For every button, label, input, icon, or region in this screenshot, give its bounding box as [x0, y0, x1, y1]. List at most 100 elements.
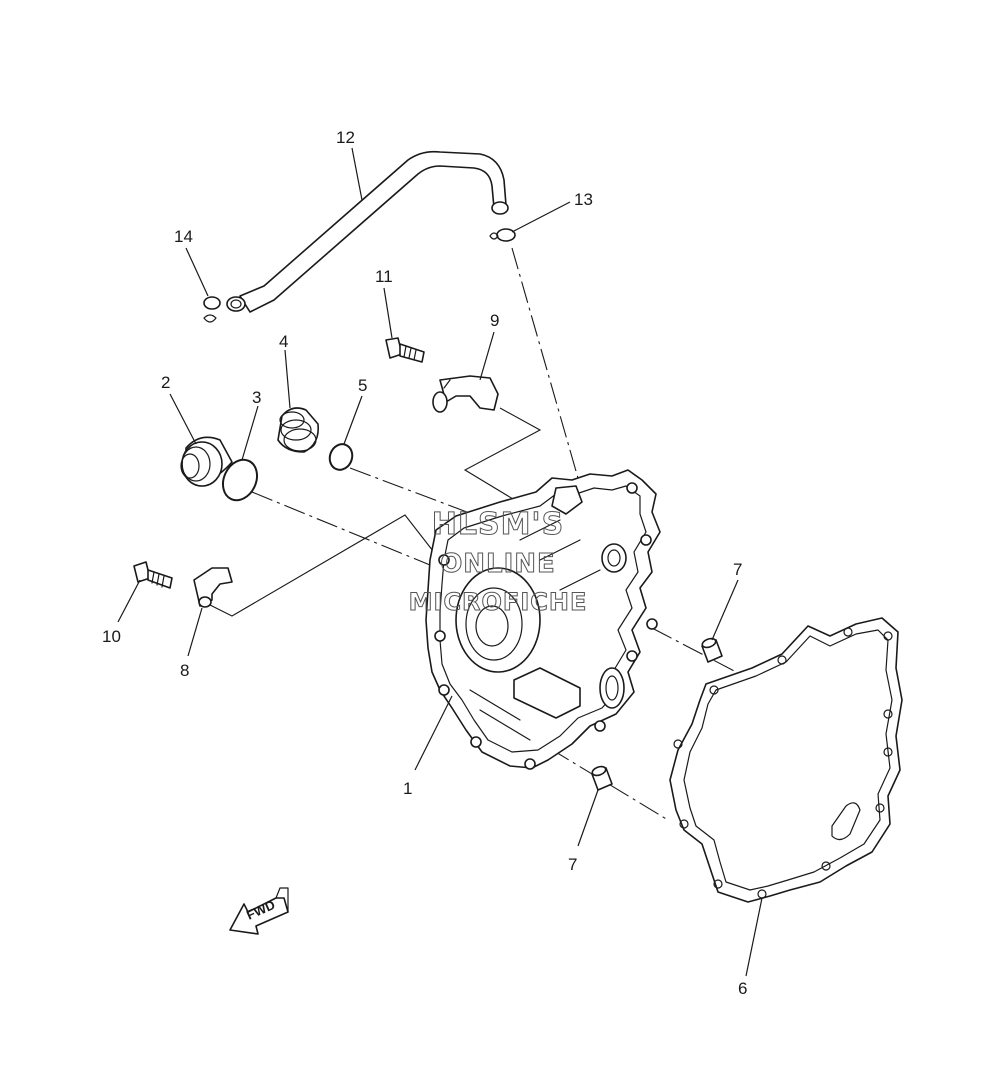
callout-13: 13	[574, 190, 593, 209]
plug-4	[277, 407, 320, 453]
callout-14: 14	[174, 227, 193, 246]
hose-clip-14	[203, 296, 221, 323]
bolt-hole	[524, 758, 536, 770]
leader-13	[511, 201, 571, 233]
plug-rib-3	[283, 428, 317, 452]
leader-12	[351, 147, 363, 201]
guide-path-9	[463, 407, 542, 503]
leader-1	[414, 695, 453, 771]
bolt-hole	[438, 554, 450, 566]
centerline-hose-13	[511, 247, 583, 493]
bolt-hole	[640, 534, 652, 546]
cover-upper-bore	[607, 549, 621, 567]
dowel-pin-7-top	[701, 637, 723, 663]
cover-bolt-holes	[434, 482, 658, 770]
callout-labels: 1 2 3 4 5 6 7 7 8 9 10 11 12 13 14	[102, 128, 747, 998]
bolt-shank	[147, 569, 173, 589]
bolt-hole	[434, 630, 446, 642]
leader-9	[479, 331, 495, 381]
fwd-arrow-icon: FWD	[229, 887, 289, 935]
callout-7-top: 7	[733, 560, 742, 579]
cover-upper-boss	[601, 543, 627, 573]
o-ring-3	[221, 458, 259, 502]
clip-ring	[496, 228, 516, 242]
callout-1: 1	[403, 779, 412, 798]
centerline-o-ring-3	[251, 491, 431, 566]
leader-4	[284, 349, 291, 409]
hose-end-right	[491, 201, 509, 215]
callout-11: 11	[375, 267, 393, 286]
hose-end-left	[226, 296, 246, 312]
guide-bore	[198, 596, 212, 608]
leader-lines	[117, 147, 763, 977]
gasket-bolt-holes	[673, 627, 893, 899]
bolt-10	[133, 561, 173, 589]
pin-end	[591, 765, 607, 777]
cover-rib-lines	[469, 519, 601, 741]
callout-5: 5	[358, 376, 367, 395]
leader-10	[117, 579, 141, 623]
gasket-hole	[883, 747, 893, 757]
watermark: HLSM'S ONLINE MICROFICHE	[408, 507, 588, 617]
watermark-line-3: MICROFICHE	[409, 588, 588, 616]
gasket-hole	[821, 861, 831, 871]
plug-2	[180, 436, 233, 487]
hose-end-left-bore	[230, 299, 242, 309]
cover-lower-rib	[513, 667, 581, 719]
fwd-arrow-depth	[275, 887, 289, 913]
bracket-bore	[432, 391, 448, 413]
callout-2: 2	[161, 373, 170, 392]
fwd-arrow-shape	[229, 897, 289, 935]
leader-11	[383, 287, 393, 339]
bolt-hole	[626, 482, 638, 494]
bracket-body	[439, 375, 499, 411]
breather-hose	[226, 150, 509, 313]
callout-6: 6	[738, 979, 747, 998]
leader-7a	[711, 579, 739, 641]
crankcase-cover	[425, 469, 661, 770]
bolt-thread	[403, 345, 417, 361]
callout-7-bottom: 7	[568, 855, 577, 874]
pin-end	[701, 637, 717, 649]
dowel-pin-7-bottom	[591, 765, 613, 791]
gasket-hole	[843, 627, 853, 637]
callout-3: 3	[252, 388, 261, 407]
clip-ring	[203, 296, 221, 310]
leader-8	[187, 607, 203, 657]
gasket-slot	[831, 802, 861, 841]
gasket-hole	[679, 819, 689, 829]
bolt-hole	[594, 720, 606, 732]
gasket-hole	[777, 655, 787, 665]
gasket-hole	[883, 709, 893, 719]
gasket-hole	[713, 879, 723, 889]
guide-path-8	[209, 514, 441, 617]
leader-6	[745, 897, 763, 977]
cover-flange-inner	[439, 485, 647, 753]
leader-14	[185, 247, 209, 297]
hose-bracket-9	[432, 375, 499, 413]
bolt-11	[385, 337, 425, 363]
callout-12: 12	[336, 128, 355, 147]
cover-main-boss	[455, 567, 541, 673]
bolt-thread	[151, 571, 165, 588]
hose-guide-8	[193, 567, 233, 608]
leader-2	[169, 393, 197, 445]
bolt-hole	[626, 650, 638, 662]
gasket-hole	[673, 739, 683, 749]
clip-tab	[489, 232, 499, 240]
callout-4: 4	[279, 332, 288, 351]
gasket-hole	[875, 803, 885, 813]
gasket-outer	[669, 617, 903, 903]
cover-right-port-inner	[605, 675, 619, 701]
cover-main-bore	[475, 605, 509, 647]
plug-rib-2	[280, 419, 312, 441]
plug-groove-1	[181, 446, 211, 482]
o-ring-5	[328, 443, 354, 471]
cover-main-boss-inner	[465, 587, 523, 661]
cover-right-port	[599, 667, 625, 709]
bracket-tab	[443, 379, 451, 389]
watermark-line-1: HLSM'S	[432, 507, 564, 542]
cover-breather-boss	[551, 485, 583, 515]
